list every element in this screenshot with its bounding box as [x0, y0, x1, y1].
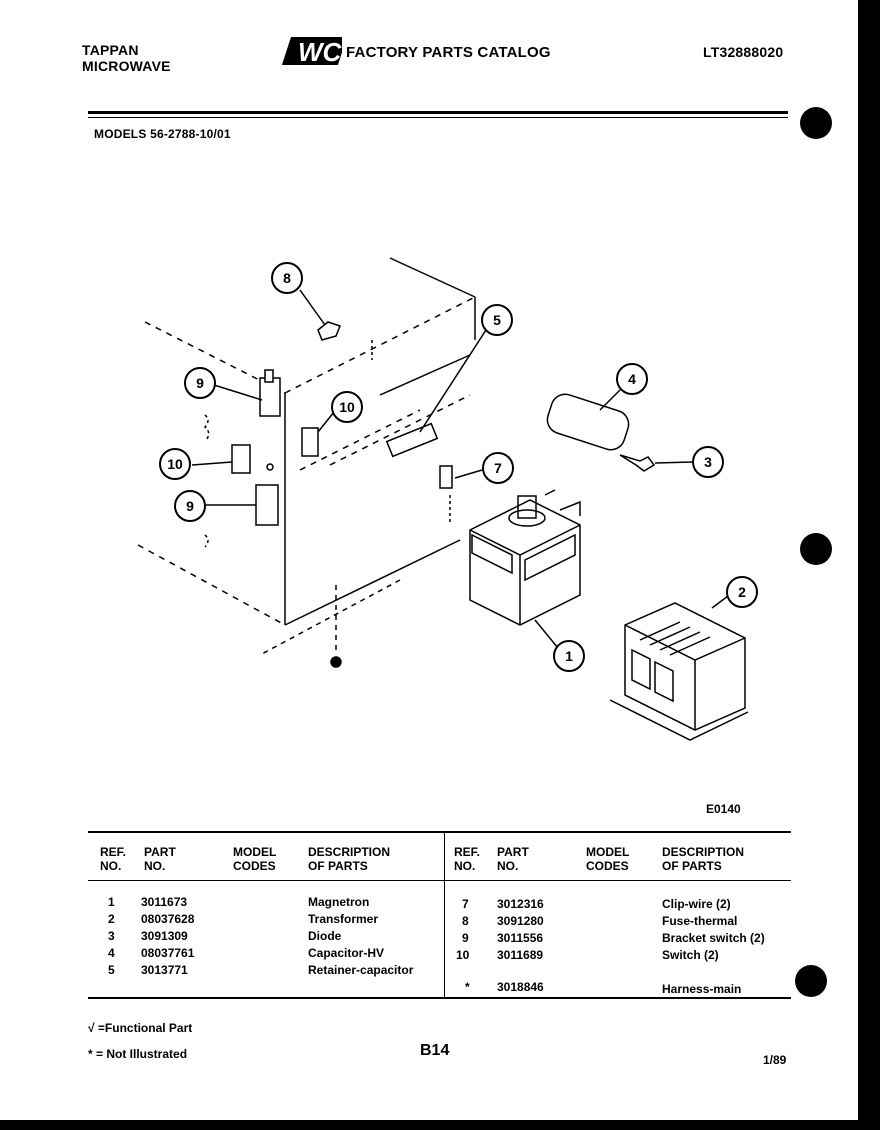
header-rule-mid	[88, 117, 788, 118]
table-row-ref: 2	[108, 912, 115, 926]
callout-8: 8	[283, 270, 291, 286]
table-row-part: 3012316	[497, 897, 544, 911]
table-row-part: 3091309	[141, 929, 188, 943]
table-row-ref: 9	[462, 931, 469, 945]
binder-hole-top	[800, 107, 832, 139]
right-header-ref: REF.NO.	[454, 845, 481, 873]
table-rule-bottom	[88, 997, 791, 999]
callout-3: 3	[704, 454, 712, 470]
brand-line1: TAPPAN	[82, 42, 139, 58]
callout-7: 7	[494, 460, 502, 476]
table-divider	[444, 833, 445, 998]
brand-line2: MICROWAVE	[82, 58, 171, 74]
table-row-ref: 1	[108, 895, 115, 909]
table-rule-header	[88, 880, 791, 881]
callout-9-upper: 9	[196, 375, 204, 391]
table-row-part: 3011689	[497, 948, 544, 962]
table-row-desc: Diode	[308, 929, 342, 943]
table-row-part: 08037628	[141, 912, 195, 926]
binder-hole-bottom	[795, 965, 827, 997]
table-row-part: 08037761	[141, 946, 195, 960]
callout-5: 5	[493, 312, 501, 328]
figure-code: E0140	[706, 802, 741, 816]
table-rule-top	[88, 831, 791, 833]
table-row-ref: 4	[108, 946, 115, 960]
exploded-parts-diagram: 8 5 4 3 7 9 10 10 9 1 2	[137, 257, 758, 741]
functional-part-note: √ =Functional Part	[88, 1021, 193, 1035]
models-line: MODELS 56-2788-10/01	[94, 127, 231, 141]
callout-10-left: 10	[167, 456, 183, 472]
callout-1: 1	[565, 648, 573, 664]
table-row-part: 3091280	[497, 914, 544, 928]
callout-4: 4	[628, 371, 636, 387]
callout-9-lower: 9	[186, 498, 194, 514]
table-row-ref: 8	[462, 914, 469, 928]
table-row-desc: Switch (2)	[662, 948, 719, 962]
left-header-ref: REF.NO.	[100, 845, 127, 873]
not-illustrated-note: * = Not Illustrated	[88, 1047, 188, 1061]
table-row-desc: Bracket switch (2)	[662, 931, 765, 945]
page-code: B14	[420, 1042, 450, 1059]
table-row-desc: Transformer	[308, 912, 379, 926]
date-code: 1/89	[763, 1053, 787, 1067]
binder-hole-middle	[800, 533, 832, 565]
table-row-ref: 10	[456, 948, 470, 962]
table-row-desc: Clip-wire (2)	[662, 897, 731, 911]
table-row-desc: Capacitor-HV	[308, 946, 385, 960]
table-row-part: 3011673	[141, 895, 188, 909]
wci-logo: WCI	[280, 34, 349, 68]
logo-text: WCI	[298, 37, 342, 67]
table-row-desc: Retainer-capacitor	[308, 963, 414, 977]
table-row-ref: 5	[108, 963, 115, 977]
table-row-part: 3018846	[497, 980, 544, 994]
table-row-desc: Fuse-thermal	[662, 914, 738, 928]
callout-10-upper: 10	[339, 399, 355, 415]
table-row-desc: Magnetron	[308, 895, 370, 909]
catalog-title: FACTORY PARTS CATALOG	[346, 44, 551, 61]
callout-2: 2	[738, 584, 746, 600]
doc-number: LT32888020	[703, 44, 784, 60]
table-row-ref: 7	[462, 897, 469, 911]
table-row-part: 3013771	[141, 963, 188, 977]
table-row-part: 3011556	[497, 931, 544, 945]
table-row-desc: Harness-main	[662, 982, 742, 996]
table-row-ref: *	[465, 980, 470, 994]
header-rule-top	[88, 111, 788, 114]
catalog-sheet: TAPPAN MICROWAVE WCI FACTORY PARTS CATAL…	[0, 0, 858, 1120]
table-row-ref: 3	[108, 929, 115, 943]
